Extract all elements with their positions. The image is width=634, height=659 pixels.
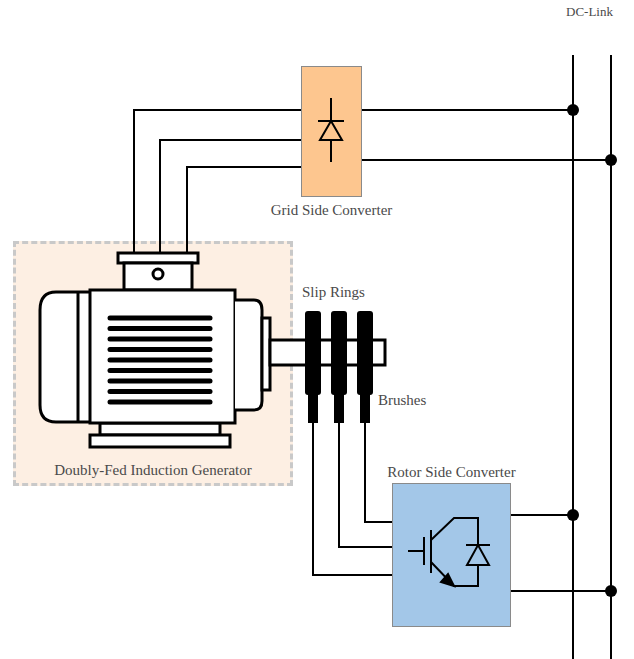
generator-region: Doubly-Fed Induction Generator: [13, 241, 293, 486]
dc-wire: [362, 159, 611, 161]
symbol-art: [392, 483, 634, 659]
part-label: Slip Rings: [302, 283, 365, 301]
converter-box: Grid Side Converter: [301, 66, 362, 197]
junction-dot: [567, 104, 579, 116]
converter-box: Rotor Side Converter: [392, 483, 511, 627]
dc-link-rail: [610, 55, 612, 659]
junction-dot: [605, 585, 617, 597]
junction-dot: [605, 154, 617, 166]
dc-wire: [511, 514, 573, 516]
dc-wire: [362, 109, 573, 111]
node-label: Grid Side Converter: [271, 201, 393, 219]
node-label: Doubly-Fed Induction Generator: [54, 461, 251, 479]
three-phase-connector: [134, 110, 301, 241]
junction-dot: [567, 509, 579, 521]
node-label: Rotor Side Converter: [387, 463, 515, 481]
dc-wire: [511, 590, 611, 592]
part-label: Brushes: [378, 391, 426, 409]
dc-link-rail: [572, 55, 574, 659]
part-label: DC-Link: [566, 4, 613, 20]
